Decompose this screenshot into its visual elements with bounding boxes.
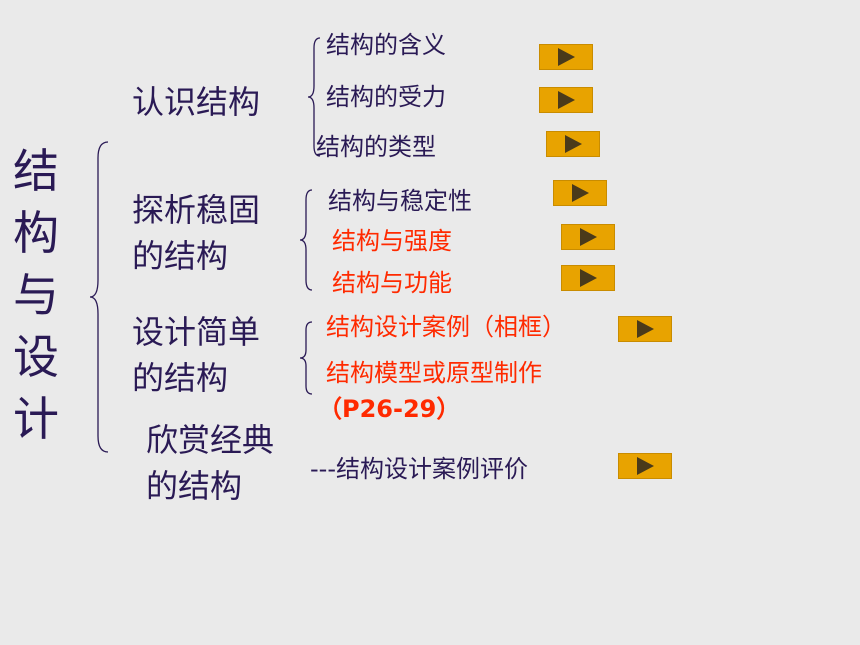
play-icon [636, 457, 654, 475]
item-structure-function: 结构与功能 [332, 269, 452, 297]
item-design-case-frame: 结构设计案例（相框） [326, 313, 566, 341]
item-structure-meaning: 结构的含义 [326, 31, 446, 59]
main-title: 结构与设计 [13, 144, 59, 446]
item-page-reference: （P26-29） [318, 395, 461, 423]
play-button-case-evaluation[interactable] [618, 453, 672, 479]
section-label-design-line1: 设计简单 [132, 313, 261, 351]
section-label-stable-line2: 的结构 [132, 237, 229, 275]
section-label-structure-intro: 认识结构 [132, 83, 261, 121]
item-model-prototype: 结构模型或原型制作 [326, 359, 542, 387]
play-button-structure-strength[interactable] [561, 224, 615, 250]
play-icon [557, 91, 575, 109]
main-brace [89, 141, 109, 453]
item-design-case-evaluation: ---结构设计案例评价 [310, 455, 528, 483]
item-structure-stability: 结构与稳定性 [328, 187, 472, 215]
section-label-design-line2: 的结构 [132, 359, 229, 397]
play-icon [564, 135, 582, 153]
item-structure-types: 结构的类型 [316, 133, 436, 161]
play-icon [557, 48, 575, 66]
item-structure-strength: 结构与强度 [332, 227, 452, 255]
play-button-structure-types[interactable] [546, 131, 600, 157]
play-icon [579, 269, 597, 287]
section-label-stable-line1: 探析稳固 [132, 191, 261, 229]
play-button-structure-function[interactable] [561, 265, 615, 291]
play-button-design-case[interactable] [618, 316, 672, 342]
play-button-structure-stability[interactable] [553, 180, 607, 206]
play-button-structure-meaning[interactable] [539, 44, 593, 70]
play-icon [636, 320, 654, 338]
section-brace-2 [299, 189, 313, 291]
play-icon [579, 228, 597, 246]
item-structure-force: 结构的受力 [326, 83, 446, 111]
section-brace-1 [307, 37, 321, 157]
section-label-classic-line2: 的结构 [146, 467, 243, 505]
play-icon [571, 184, 589, 202]
section-label-classic-line1: 欣赏经典 [146, 421, 275, 459]
section-brace-3 [299, 321, 313, 395]
play-button-structure-force[interactable] [539, 87, 593, 113]
